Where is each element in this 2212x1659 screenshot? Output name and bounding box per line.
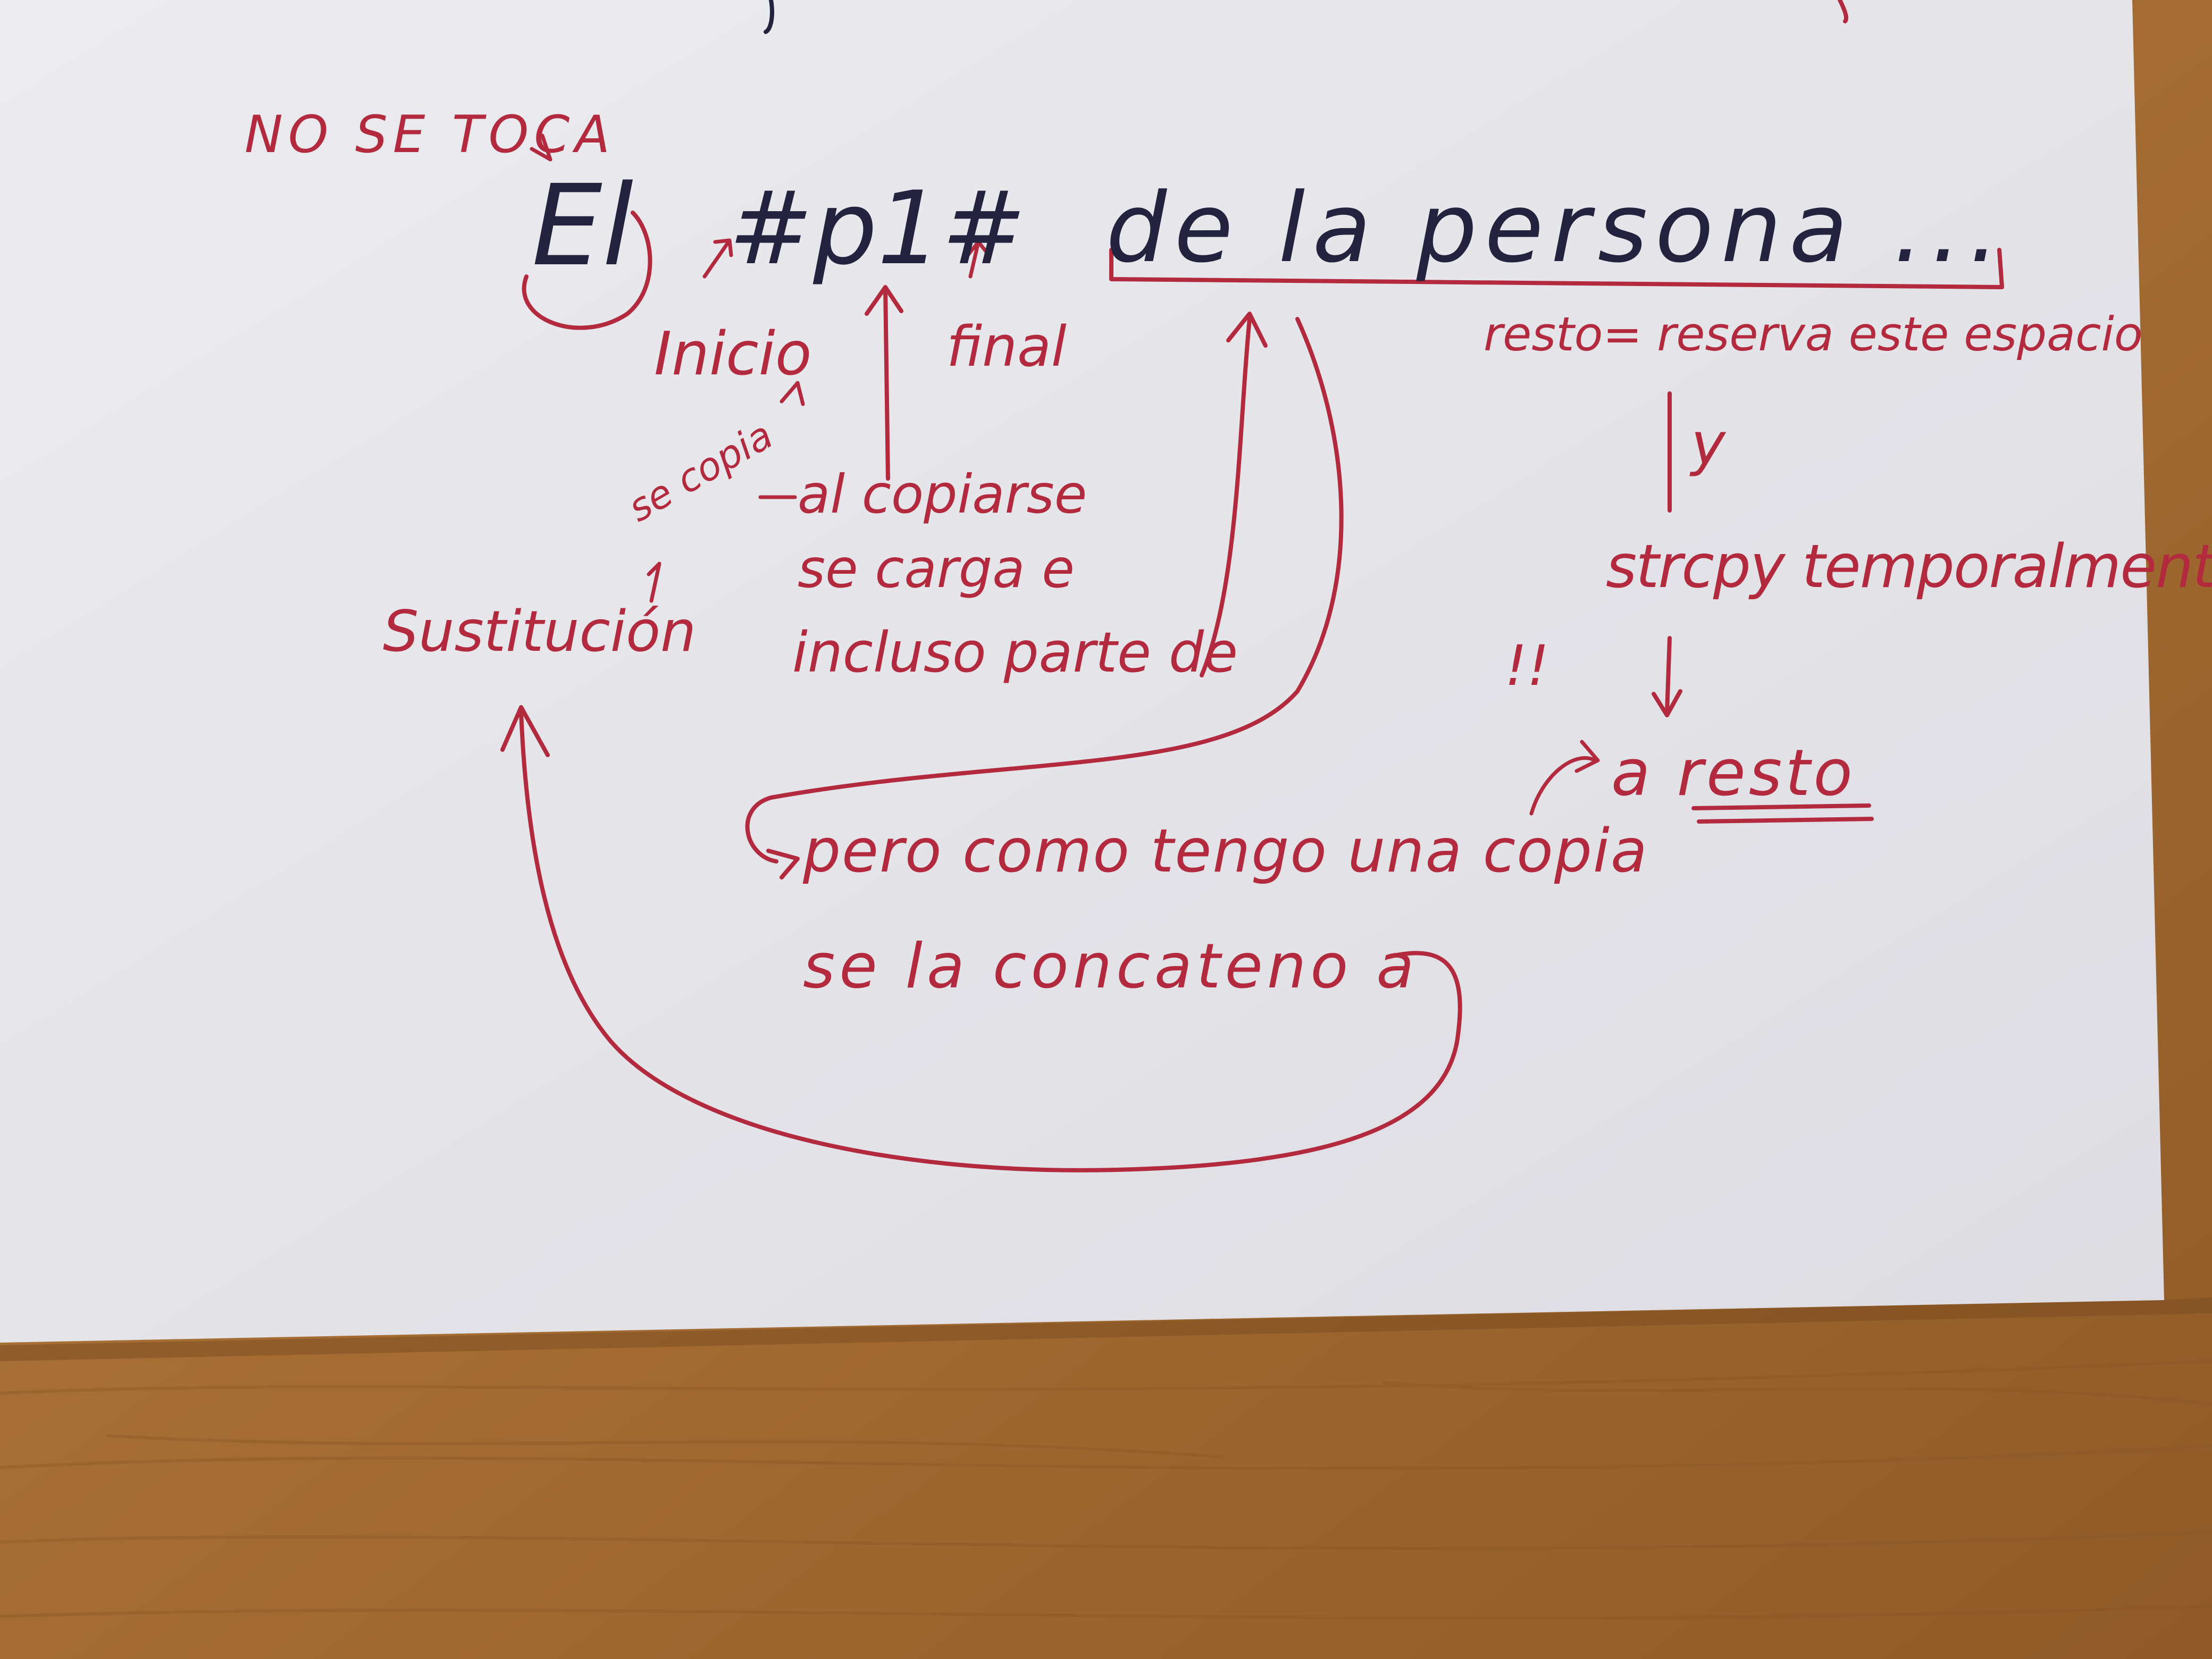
al-copiarse-label: al copiarse <box>798 463 1087 525</box>
paper-sheet <box>0 0 2164 1343</box>
paper-shadow <box>0 1297 2212 1361</box>
y-label: y <box>1691 410 1726 478</box>
final-arrow <box>966 240 991 279</box>
el-loop-arrow <box>522 211 652 330</box>
big-loop-to-pero <box>745 317 1344 879</box>
a-resto-label: a resto <box>1611 736 1856 810</box>
se-la-concateno-label: se la concateno a <box>803 931 1419 1002</box>
a-resto-curve-arrow <box>1529 740 1600 816</box>
no-se-toca-label: NO SE TOCA <box>245 105 615 164</box>
desk-grain <box>0 1360 2212 1620</box>
sustitucion-label: Sustitución <box>383 599 697 664</box>
top-edge-mark <box>764 0 774 34</box>
inicio-arrow <box>702 238 733 279</box>
se-carga-label: se carga e <box>798 538 1075 600</box>
main-word-el: El <box>532 161 634 291</box>
no-se-toca-arrow <box>530 133 552 162</box>
main-placeholder-p1: #p1# <box>728 170 1026 287</box>
p1-arrow <box>865 285 903 481</box>
strcpy-label: strcpy temporalmente <box>1606 532 2212 601</box>
final-label: final <box>946 314 1067 379</box>
concateno-loop-to-sustitucion <box>500 705 1462 1172</box>
se-copia-arrow <box>780 381 805 406</box>
ink-strokes <box>500 0 2004 1172</box>
resto-reserva-label: resto= reserva este espacio <box>1484 307 2143 362</box>
up-arrow-from-incluso <box>1200 312 1268 677</box>
resto-underline-1 <box>1691 803 1871 810</box>
main-sentence-rest: de la persona ... <box>1106 173 2007 284</box>
inicio-label: Inicio <box>654 320 812 389</box>
sustitucion-tick <box>647 562 661 603</box>
strcpy-down-arrow <box>1652 636 1682 717</box>
resto-underline-2 <box>1697 817 1874 824</box>
incluso-parte-label: incluso parte de <box>792 620 1238 685</box>
exclaim-label: !! <box>1505 633 1549 698</box>
pero-como-label: pero como tengo una copia <box>803 817 1648 886</box>
top-edge-mark-2 <box>1838 0 1848 23</box>
rest-bracket <box>1109 248 2004 289</box>
